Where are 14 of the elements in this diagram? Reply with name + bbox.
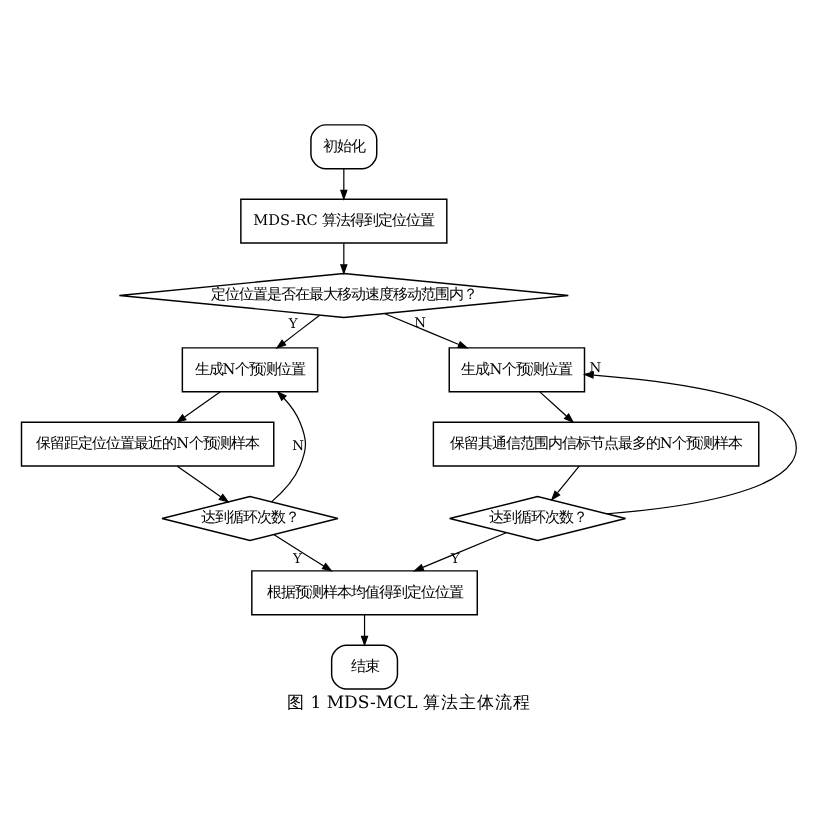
arrow — [273, 533, 333, 571]
caption: 图 1 MDS-MCL 算法主体流程 — [287, 692, 531, 713]
arrow — [270, 389, 307, 502]
arrow — [412, 531, 507, 571]
arrow — [175, 390, 221, 423]
arrow — [550, 464, 580, 501]
arrow — [539, 390, 575, 423]
arrow — [275, 313, 321, 348]
arrow — [176, 464, 230, 502]
arrow — [383, 311, 469, 348]
arrow — [339, 241, 348, 275]
arrow — [339, 167, 348, 200]
arrow — [582, 370, 797, 514]
arrow — [360, 613, 369, 646]
